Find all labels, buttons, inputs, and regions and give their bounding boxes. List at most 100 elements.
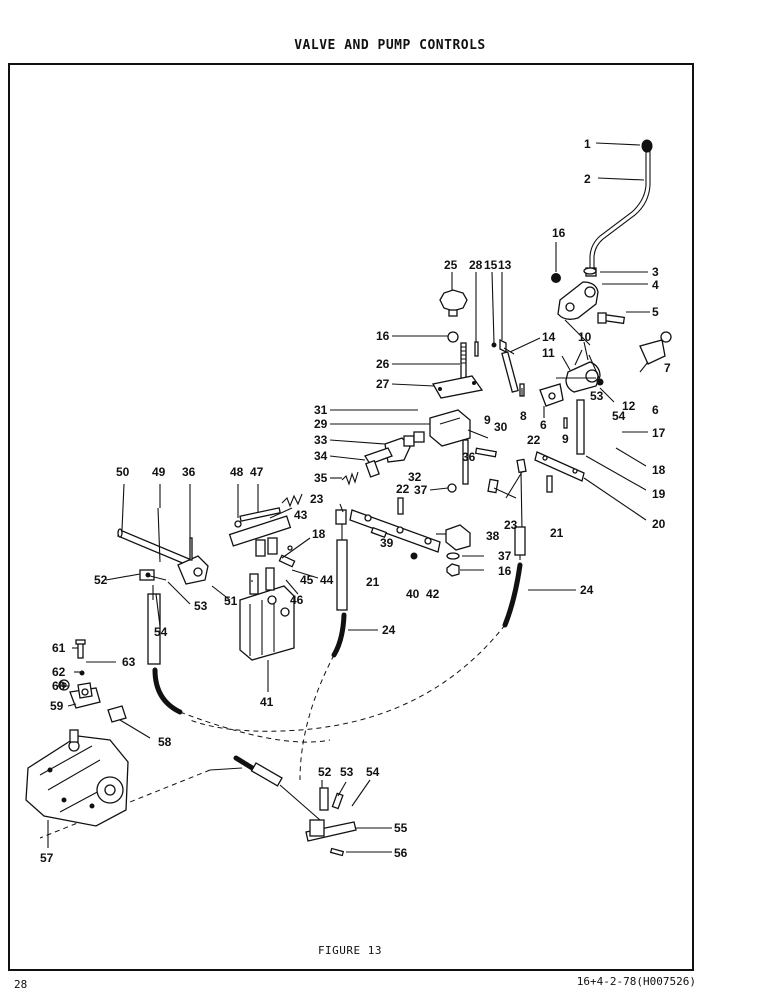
callout-47: 47 — [250, 465, 264, 479]
callout-9: 9 — [562, 432, 569, 446]
callout-57: 57 — [40, 851, 54, 865]
fitting-23-left — [335, 503, 347, 525]
fitting-58 — [107, 705, 127, 723]
callout-30: 30 — [494, 420, 508, 434]
callout-16: 16 — [376, 329, 390, 343]
control-handle — [585, 139, 653, 277]
pump-57 — [25, 729, 129, 827]
callout-53: 53 — [590, 389, 604, 403]
callout-27: 27 — [376, 377, 390, 391]
callout-7: 7 — [664, 361, 671, 375]
pump-bracket-59 — [69, 682, 101, 709]
callout-14: 14 — [542, 330, 556, 344]
callout-55: 55 — [394, 821, 408, 835]
callout-6: 6 — [652, 403, 659, 417]
figure-caption: FIGURE 13 — [317, 944, 383, 957]
link-43-group — [228, 515, 296, 568]
valve-linkage — [565, 349, 604, 393]
callout-37: 37 — [498, 549, 512, 563]
callout-18: 18 — [312, 527, 326, 541]
callout-24: 24 — [382, 623, 396, 637]
callout-24: 24 — [580, 583, 594, 597]
control-cable-right — [189, 526, 526, 732]
callout-26: 26 — [376, 357, 390, 371]
control-cable-middle — [299, 524, 348, 781]
callout-36: 36 — [462, 450, 476, 464]
link-arm-42 — [349, 509, 441, 553]
lever-bracket — [557, 281, 599, 346]
spring-35 — [341, 471, 359, 486]
callout-33: 33 — [314, 433, 328, 447]
callout-39: 39 — [380, 536, 394, 550]
callout-62: 62 — [52, 665, 66, 679]
callout-44: 44 — [320, 573, 334, 587]
bracket-bolt — [597, 312, 626, 325]
screw-39-21 — [370, 475, 553, 560]
callout-5: 5 — [652, 305, 659, 319]
bolt-36 — [462, 439, 497, 485]
handle-nut — [583, 267, 597, 275]
link-plate-20 — [534, 451, 585, 482]
callout-32: 32 — [408, 470, 422, 484]
callout-42: 42 — [426, 587, 440, 601]
callout-16: 16 — [552, 226, 566, 240]
lever-49 — [157, 507, 209, 585]
callout-36: 36 — [182, 465, 196, 479]
callout-4: 4 — [652, 278, 659, 292]
callout-53: 53 — [194, 599, 208, 613]
callout-18: 18 — [652, 463, 666, 477]
callout-31: 31 — [314, 403, 328, 417]
callout-38: 38 — [486, 529, 500, 543]
plate-27 — [431, 375, 484, 399]
callout-63: 63 — [122, 655, 136, 669]
control-cable-left — [147, 585, 331, 743]
leader-lines — [47, 142, 650, 853]
block-38 — [445, 524, 471, 551]
callout-49: 49 — [152, 465, 166, 479]
callout-22: 22 — [527, 433, 541, 447]
callout-11: 11 — [542, 346, 555, 360]
callout-22: 22 — [396, 482, 410, 496]
callout-54: 54 — [612, 409, 626, 423]
page-title: VALVE AND PUMP CONTROLS — [294, 38, 486, 53]
callout-10: 10 — [578, 330, 592, 344]
vertical-rod — [576, 399, 585, 455]
callout-46: 46 — [290, 593, 304, 607]
callout-52: 52 — [318, 765, 332, 779]
callout-51: 51 — [224, 594, 238, 608]
callout-37: 37 — [414, 483, 428, 497]
callout-13: 13 — [498, 258, 512, 272]
callout-54: 54 — [154, 625, 168, 639]
bolt-47 — [234, 507, 281, 528]
bracket-55 — [305, 787, 357, 857]
callout-50: 50 — [116, 465, 130, 479]
callout-52: 52 — [94, 573, 108, 587]
clevis-right — [639, 331, 672, 373]
callout-25: 25 — [444, 258, 458, 272]
callout-61: 61 — [52, 641, 66, 655]
callout-6: 6 — [540, 418, 547, 432]
callout-21: 21 — [550, 526, 564, 540]
callout-21: 21 — [366, 575, 380, 589]
callout-23: 23 — [504, 518, 518, 532]
clevis-left — [539, 383, 564, 407]
callout-23: 23 — [310, 492, 324, 506]
callout-1: 1 — [584, 137, 591, 151]
callout-58: 58 — [158, 735, 172, 749]
spring-45-46 — [281, 493, 303, 508]
callout-59: 59 — [50, 699, 64, 713]
callout-numbers: 1 2 16 25 28 15 13 3 4 5 16 14 10 11 7 2… — [40, 137, 671, 865]
callout-41: 41 — [260, 695, 274, 709]
callout-19: 19 — [652, 487, 666, 501]
callout-29: 29 — [314, 417, 328, 431]
bracket-29 — [429, 409, 471, 447]
fitting-52 — [139, 537, 193, 581]
callout-54: 54 — [366, 765, 380, 779]
callout-35: 35 — [314, 471, 328, 485]
callout-20: 20 — [652, 517, 666, 531]
callout-2: 2 — [584, 172, 591, 186]
callout-28: 28 — [469, 258, 483, 272]
callout-48: 48 — [230, 465, 244, 479]
fitting-23-right — [487, 458, 527, 531]
callout-12: 12 — [622, 399, 636, 413]
